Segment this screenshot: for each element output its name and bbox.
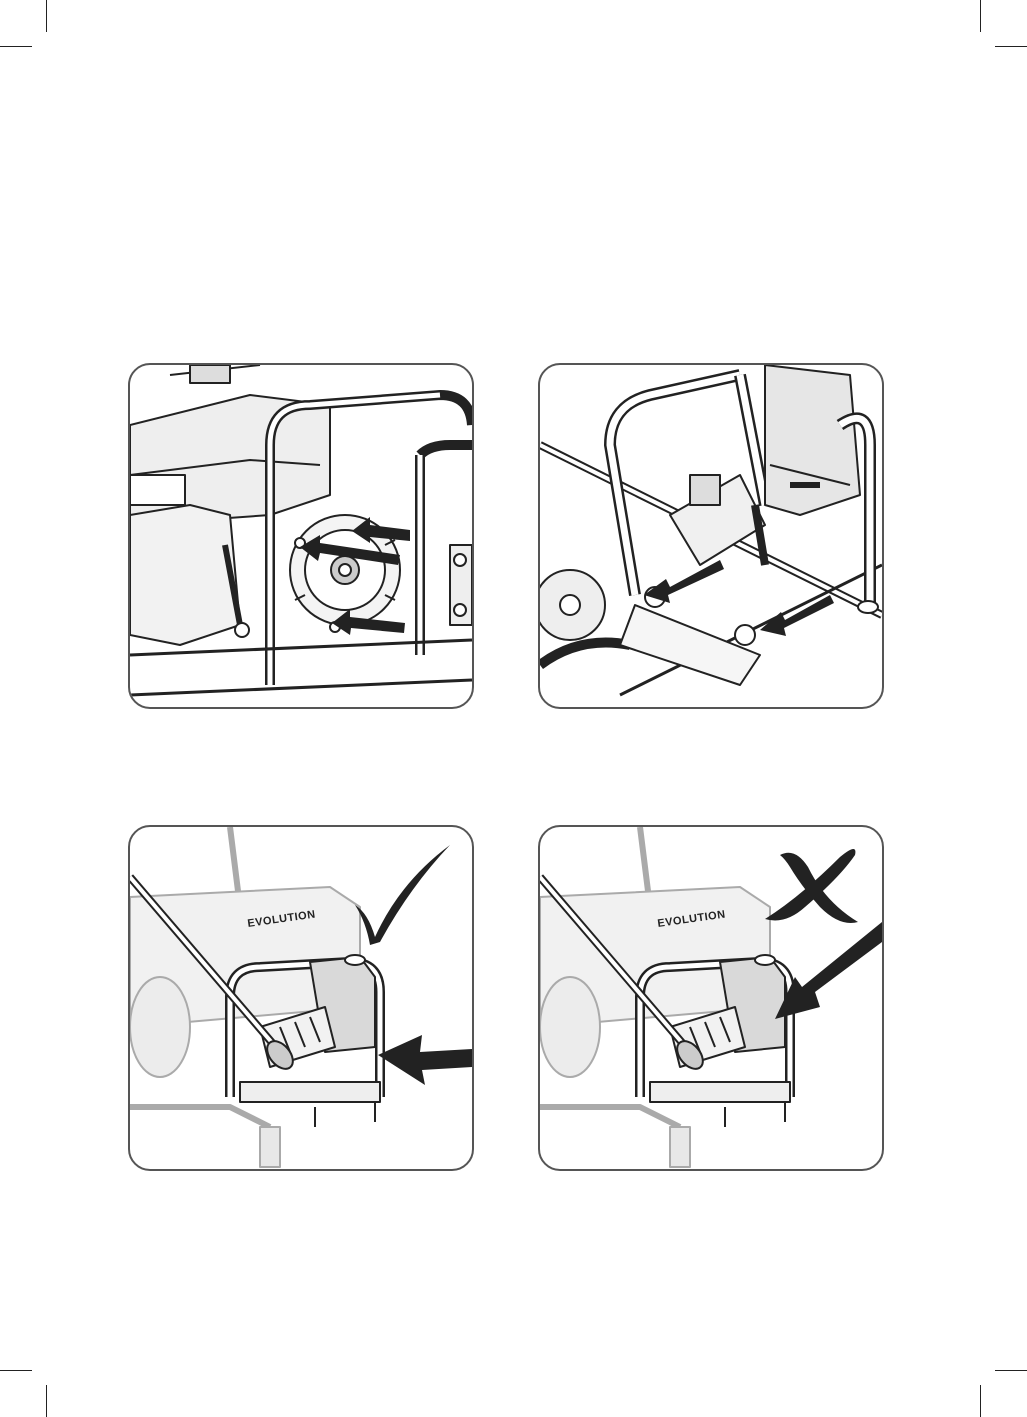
pump-mounting-illustration xyxy=(540,365,882,707)
cross-mark-icon xyxy=(765,849,858,923)
crop-mark-bottom-right-v xyxy=(980,1385,981,1417)
arrow-icon xyxy=(775,922,882,1019)
illustration-panel-engine-recoil xyxy=(128,363,474,709)
check-mark-icon xyxy=(355,845,450,945)
crop-mark-top-right-h xyxy=(995,46,1027,47)
crop-mark-top-right-v xyxy=(980,0,981,32)
crop-mark-top-left-v xyxy=(46,0,47,32)
crop-mark-bottom-left-v xyxy=(46,1385,47,1417)
incorrect-spray-illustration: EVOLUTION xyxy=(540,827,882,1169)
correct-spray-illustration: EVOLUTION xyxy=(130,827,472,1169)
crop-mark-bottom-right-h xyxy=(995,1370,1027,1371)
crop-mark-bottom-left-h xyxy=(0,1370,32,1371)
crop-mark-top-left-h xyxy=(0,46,32,47)
illustration-panel-pump-mounting xyxy=(538,363,884,709)
illustration-panel-correct-spray: EVOLUTION xyxy=(128,825,474,1171)
illustration-panel-incorrect-spray: EVOLUTION xyxy=(538,825,884,1171)
arrow-icon xyxy=(378,1035,472,1085)
engine-recoil-illustration xyxy=(130,365,472,707)
